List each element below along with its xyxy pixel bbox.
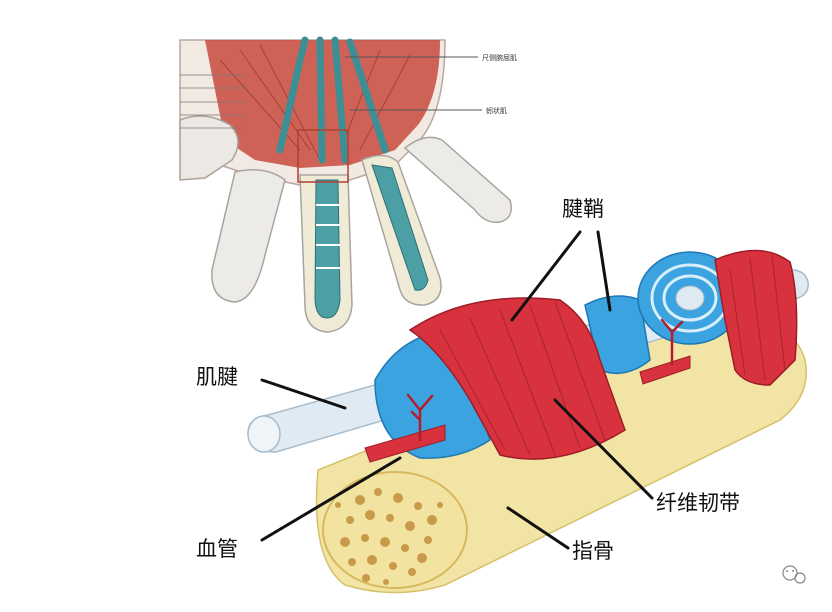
fibrous-band-front — [408, 297, 626, 460]
hand-anatomy-illustration: 尺侧腕屈肌 蚓状肌 — [179, 36, 517, 333]
finger-little — [403, 136, 512, 223]
leader-tendon-sheath-1 — [510, 230, 582, 322]
leader-fibrous-ligament — [553, 398, 654, 500]
spongy-bone-pores — [335, 488, 443, 585]
tendon-end — [247, 415, 281, 453]
fibrous-band-back-striation — [729, 254, 786, 381]
label-phalanx: 指骨 — [572, 539, 614, 563]
leader-tendon-sheath-2 — [596, 230, 612, 312]
fibrous-band-back — [714, 249, 798, 386]
synovial-sheath-mid — [584, 295, 651, 375]
label-tendon-sheath: 腱鞘 — [562, 197, 604, 221]
leader-tendon — [260, 378, 347, 410]
finger-middle-sheath — [314, 179, 341, 319]
finger-ring-sheath — [371, 164, 429, 291]
thumb — [179, 115, 239, 181]
leader-blood-vessel — [260, 456, 402, 542]
leader-phalanx — [506, 506, 570, 550]
palm-muscle-striation — [219, 44, 411, 161]
label-fibrous-ligament: 纤维韧带 — [656, 491, 740, 515]
finger-middle-pulleys — [316, 204, 340, 269]
leader-lines — [260, 230, 654, 550]
finger-index — [211, 169, 286, 303]
watermark-logo — [782, 565, 806, 584]
fibrous-band-front-striation — [439, 301, 606, 456]
palm-tendons — [276, 36, 389, 164]
hand-label-middle: 蚓状肌 — [486, 106, 507, 115]
highlight-box — [297, 129, 349, 183]
label-tendon: 肌腱 — [196, 365, 238, 389]
hand-label-top: 尺侧腕屈肌 — [482, 53, 517, 62]
blood-vessel-front — [364, 393, 446, 463]
label-blood-vessel: 血管 — [196, 537, 238, 561]
blood-vessel-back — [639, 318, 691, 385]
tendon-sheath-cutaway — [247, 249, 809, 594]
